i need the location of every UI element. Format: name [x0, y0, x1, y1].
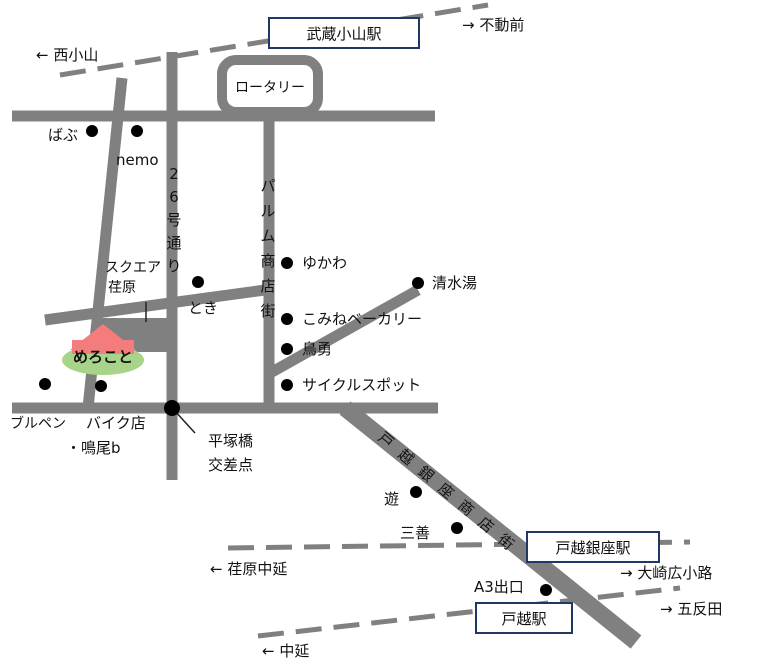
place-hiratsukabashi-1: 平塚橋: [208, 432, 253, 450]
station-musashi-koyama-label: 武蔵小山駅: [306, 25, 381, 43]
place-nemo: nemo: [116, 151, 159, 169]
palm-label-char: 街: [260, 302, 275, 320]
place-babu: ばぶ: [48, 126, 78, 144]
place-toki: とき: [188, 299, 218, 317]
place-komine: こみねベーカリー: [302, 310, 422, 328]
railway-toei-asakusa: [257, 585, 681, 639]
route26-label-char: 6: [169, 188, 179, 206]
palm-label-char: ム: [260, 227, 275, 245]
dot-cycle: [281, 379, 293, 391]
dot-nemo: [131, 125, 143, 137]
route26-label-char: 号: [166, 211, 181, 229]
road-cross: [44, 284, 266, 326]
station-togoshi[interactable]: 戸越駅: [475, 602, 573, 634]
dot-sanzen: [451, 522, 463, 534]
direction-osaki-hirokoji: → 大崎広小路: [620, 564, 712, 582]
road-togoshi-ginza: [339, 401, 642, 649]
palm-label-char: 商: [260, 252, 275, 270]
dot-bike: [95, 380, 107, 392]
route26-label-char: 2: [169, 165, 179, 183]
place-sanzen: 三善: [400, 524, 430, 542]
palm-label-char: パ: [260, 177, 275, 195]
roads: [12, 52, 642, 649]
place-a3: A3出口: [474, 578, 524, 596]
direction-nakanobu: ← 中延: [262, 642, 309, 660]
direction-fudomae: → 不動前: [462, 16, 524, 34]
dot-komine: [281, 313, 293, 325]
shop-name: めろこと: [73, 348, 133, 366]
rotary-road: [217, 55, 323, 117]
place-square-2: 荏原: [108, 280, 136, 296]
dot-toki: [192, 276, 204, 288]
shop-marker: めろこと: [62, 324, 144, 375]
place-hiratsukabashi-2: 交差点: [208, 456, 253, 474]
dot-yu: [410, 486, 422, 498]
hiratsukabashi-pointer: [173, 409, 196, 434]
street-route26-label: 2 6 号通り: [166, 165, 181, 275]
place-buruper: ブルペン: [10, 415, 66, 432]
road-seimizu: [269, 285, 421, 377]
place-cycle: サイクルスポット: [302, 376, 421, 394]
dot-torisan: [281, 343, 293, 355]
dot-buruper: [39, 378, 51, 390]
dot-a3: [540, 584, 552, 596]
station-togoshi-label: 戸越駅: [501, 610, 546, 628]
route26-label-char: 通: [166, 234, 181, 252]
place-seimizuyu: 清水湯: [432, 274, 477, 292]
place-bike: バイク店: [86, 414, 146, 432]
dot-babu: [86, 125, 98, 137]
station-musashi-koyama[interactable]: 武蔵小山駅: [268, 17, 420, 49]
station-togoshi-ginza[interactable]: 戸越銀座駅: [526, 531, 660, 563]
place-yukawa: ゆかわ: [302, 254, 347, 272]
direction-gotanda: → 五反田: [660, 600, 722, 618]
dot-yukawa: [281, 257, 293, 269]
place-dots: [39, 125, 552, 596]
direction-ebara-nakanobu: ← 荏原中延: [210, 560, 287, 578]
palm-label-char: ル: [260, 202, 275, 220]
route26-label-char: り: [166, 257, 181, 275]
station-togoshi-ginza-label: 戸越銀座駅: [555, 539, 630, 557]
place-torisan: 鳥勇: [302, 340, 332, 358]
palm-label-char: 店: [260, 277, 275, 295]
place-naruo: ・鳴尾b: [66, 439, 121, 457]
railway-tokyu-meguro: [59, 2, 489, 78]
rotary-label: ロータリー: [235, 80, 305, 96]
dot-hiratsukabashi: [164, 400, 180, 416]
place-square-1: スクエア: [105, 260, 161, 276]
shop-roof-body: [72, 340, 134, 354]
place-yu: 遊: [384, 490, 399, 508]
direction-nishikoyama: ← 西小山: [36, 46, 98, 64]
dot-seimizuyu: [412, 277, 424, 289]
